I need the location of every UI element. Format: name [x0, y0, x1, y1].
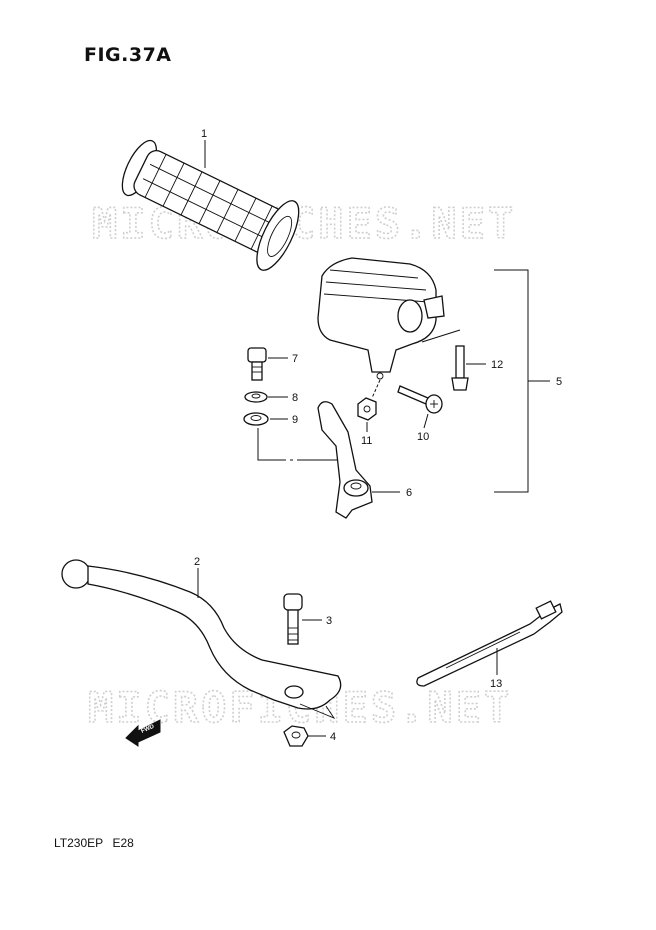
screw-10-part[interactable]: [397, 385, 443, 414]
fwd-arrow-icon: FWD: [125, 719, 161, 747]
callout-10: 10: [417, 431, 429, 443]
fwd-label: FWD: [140, 724, 156, 735]
grip-part[interactable]: [112, 129, 307, 276]
leader-10: [423, 413, 429, 429]
callout-6: 6: [406, 487, 412, 499]
bolt-small-part[interactable]: [247, 347, 267, 381]
callout-13: 13: [490, 678, 502, 690]
leader-5a: [421, 329, 461, 343]
callout-7: 7: [292, 353, 298, 365]
band-part[interactable]: [416, 600, 563, 687]
model-code: LT230EP E28: [54, 836, 140, 850]
bolt-pivot-part[interactable]: [283, 593, 303, 645]
dash-9-to-6: [257, 428, 352, 461]
callout-1: 1: [201, 128, 207, 140]
model-code-region: E28: [112, 836, 134, 850]
lever-part[interactable]: [61, 559, 342, 719]
callout-4: 4: [330, 731, 336, 743]
figure-title: FIG.37A: [84, 44, 172, 66]
callout-5: 5: [556, 376, 562, 388]
callout-3: 3: [326, 615, 332, 627]
watermark-top: MICROFICHES.NET: [92, 199, 516, 248]
model-code-name: LT230EP: [54, 836, 104, 850]
dash-11: [371, 379, 381, 399]
callout-11: 11: [361, 435, 372, 447]
callout-12: 12: [491, 359, 503, 371]
washer-8-part[interactable]: [244, 391, 268, 403]
bracket-5: [494, 269, 529, 493]
callout-8: 8: [292, 392, 298, 404]
choke-lever-part[interactable]: [317, 401, 373, 519]
nut-11-part[interactable]: [357, 397, 377, 421]
washer-9-part[interactable]: [243, 412, 269, 426]
screw-12-part[interactable]: [451, 345, 469, 391]
callout-9: 9: [292, 414, 298, 426]
switch-housing-part[interactable]: [317, 257, 445, 380]
nut-pivot-part[interactable]: [283, 725, 309, 747]
callout-2: 2: [194, 556, 200, 568]
